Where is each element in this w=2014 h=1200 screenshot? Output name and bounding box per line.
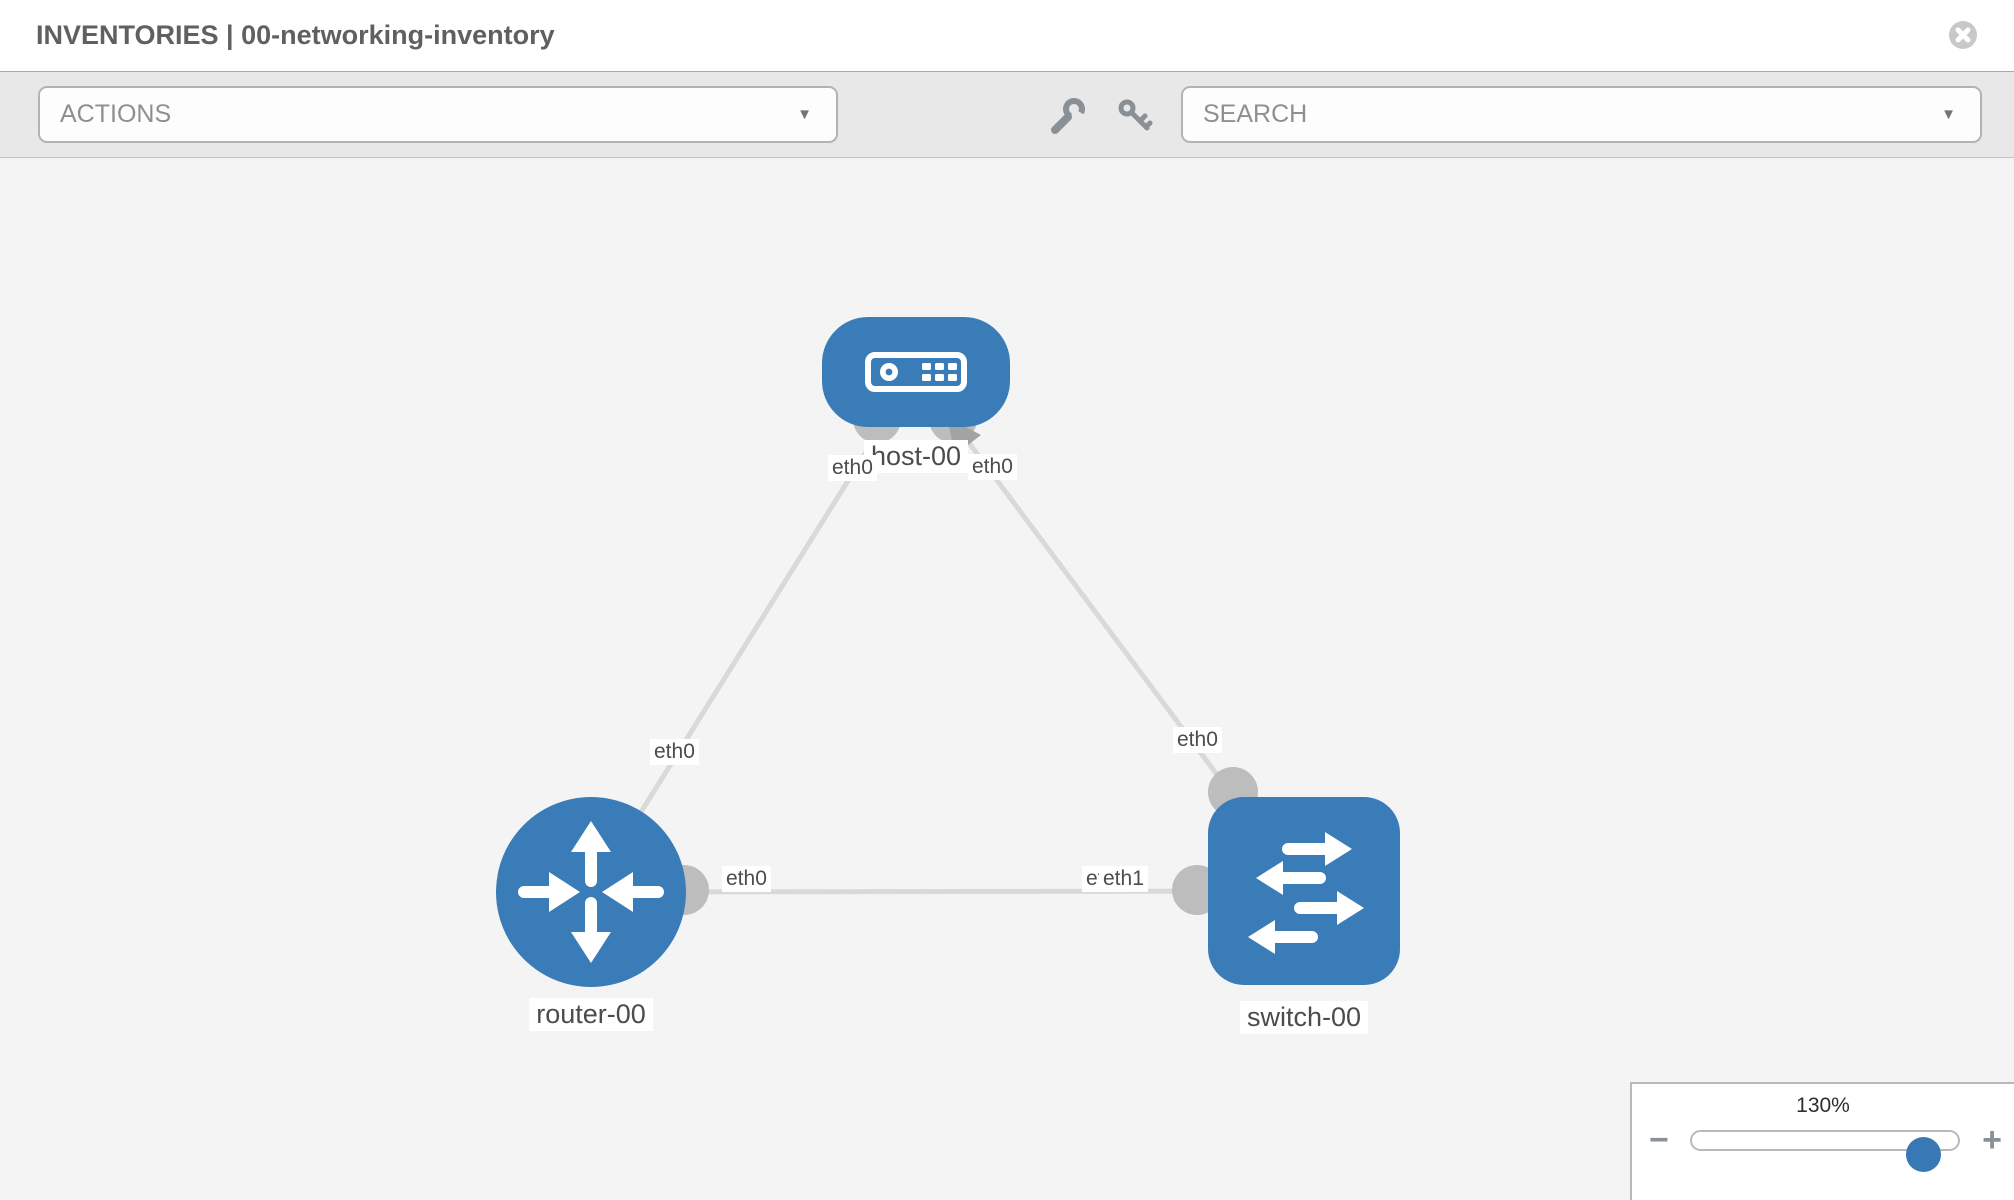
header-bar: INVENTORIES | 00-networking-inventory [0, 0, 2014, 71]
interface-label: eth1 [1099, 866, 1148, 892]
actions-dropdown[interactable]: ACTIONS ▼ [38, 86, 838, 143]
wrench-tools-button[interactable] [1048, 97, 1086, 135]
wrench-icon [1051, 98, 1085, 134]
search-dropdown-value: SEARCH [1203, 100, 1308, 128]
interface-label: eth0 [968, 454, 1017, 480]
node-router-00[interactable] [496, 797, 686, 987]
node-switch-00[interactable] [1208, 797, 1400, 985]
node-label-host: host-00 [863, 440, 969, 473]
zoom-in-button[interactable]: + [1982, 1121, 2002, 1159]
interface-label: eth0 [722, 866, 771, 892]
topology-canvas[interactable]: host-00 router-00 switch-00 eth0 eth0 et… [0, 158, 2014, 1200]
zoom-level-value: 130% [1796, 1094, 1850, 1117]
node-host-00[interactable] [822, 317, 1010, 427]
node-label-switch: switch-00 [1239, 1001, 1369, 1034]
page-title: INVENTORIES | 00-networking-inventory [36, 20, 555, 50]
toolbar: ACTIONS ▼ SEARCH ▼ [0, 71, 2014, 158]
search-dropdown[interactable]: SEARCH ▼ [1181, 86, 1982, 143]
close-button[interactable] [1948, 20, 1978, 50]
chevron-down-icon: ▼ [797, 106, 812, 123]
switch-icon [1248, 832, 1364, 954]
interface-label: eth0 [828, 455, 877, 481]
router-icon [518, 821, 664, 963]
node-label-router: router-00 [529, 998, 653, 1031]
zoom-slider-track[interactable] [1690, 1130, 1960, 1172]
actions-dropdown-value: ACTIONS [60, 100, 172, 128]
topology-graph [588, 370, 1307, 915]
interface-label: eth0 [650, 739, 699, 765]
host-icon [865, 352, 967, 392]
x-circle-icon [1949, 21, 1977, 49]
key-icon [1118, 99, 1153, 131]
interface-label: eth0 [1173, 727, 1222, 753]
zoom-slider: − + [1632, 1118, 2014, 1178]
zoom-out-button[interactable]: − [1649, 1121, 1669, 1159]
key-credentials-button[interactable] [1116, 97, 1154, 135]
zoom-control-panel: 130% − + [1630, 1082, 2014, 1200]
chevron-down-icon: ▼ [1941, 106, 1956, 123]
zoom-slider-thumb[interactable] [1906, 1137, 1941, 1172]
